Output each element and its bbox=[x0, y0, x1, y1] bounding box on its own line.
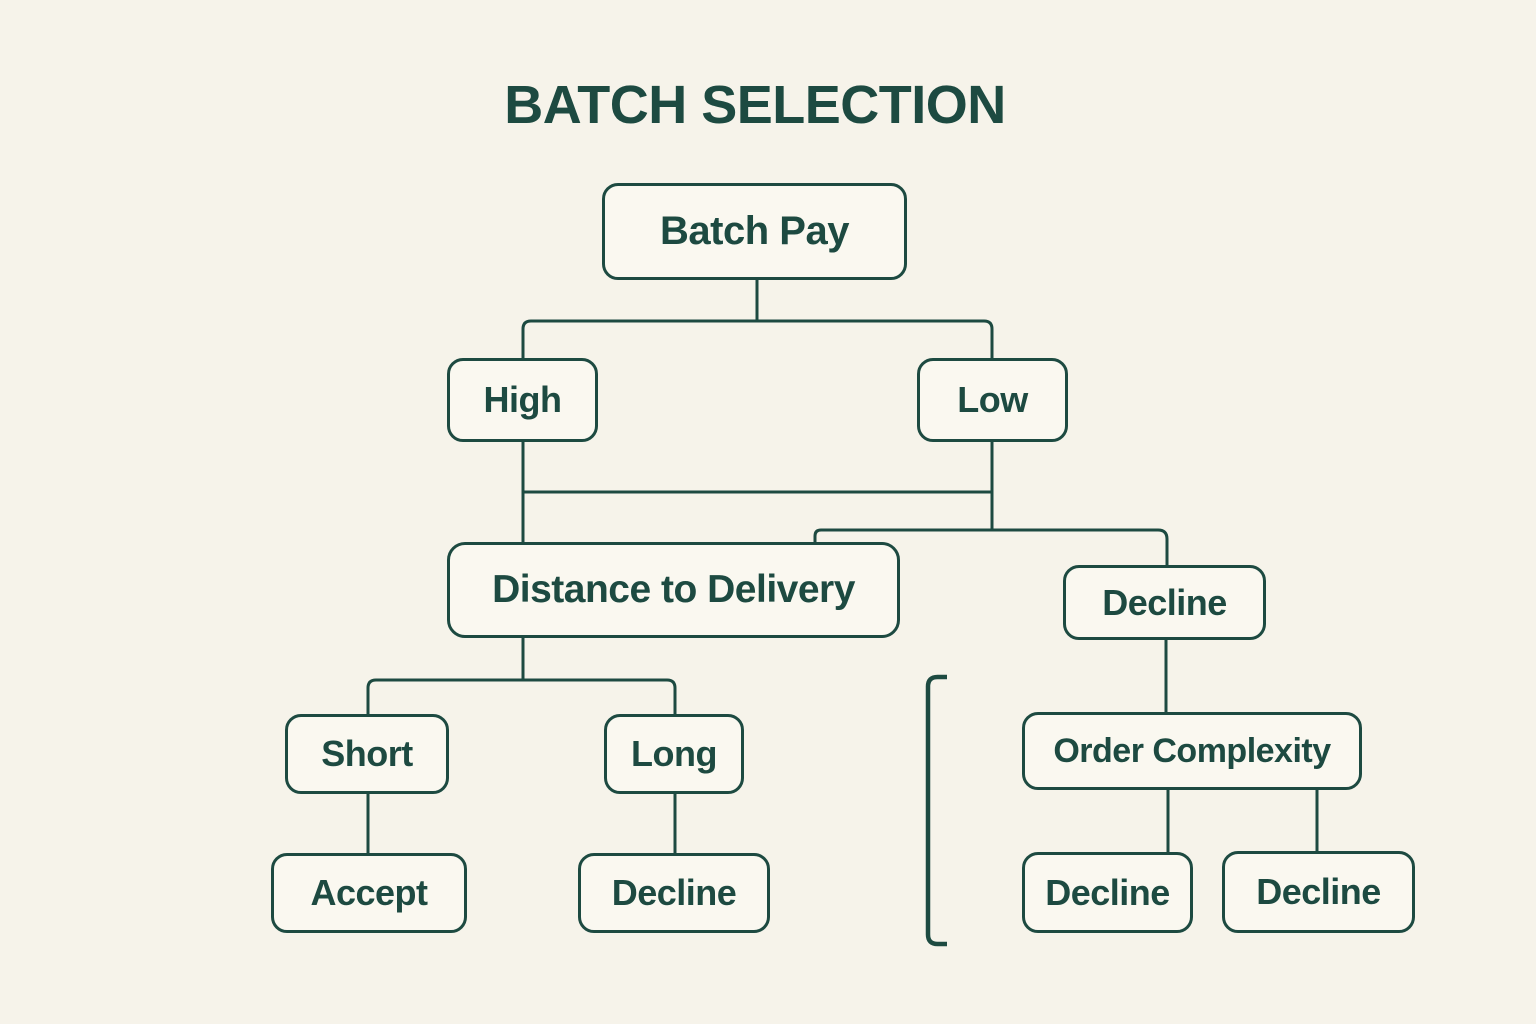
node-label: Decline bbox=[1045, 871, 1170, 913]
node-label: Decline bbox=[1102, 581, 1227, 623]
node-batch-pay: Batch Pay bbox=[602, 183, 907, 280]
node-label: Order Complexity bbox=[1053, 731, 1331, 770]
connector-bracket bbox=[925, 674, 947, 947]
node-label: Batch Pay bbox=[660, 209, 849, 253]
connector-short-long-split bbox=[366, 678, 677, 714]
node-order-complexity: Order Complexity bbox=[1022, 712, 1362, 790]
node-label: Distance to Delivery bbox=[492, 568, 855, 611]
node-high: High bbox=[447, 358, 598, 442]
node-accept: Accept bbox=[271, 853, 467, 933]
node-decline-bottom-mid: Decline bbox=[1022, 852, 1193, 933]
node-distance-to-delivery: Distance to Delivery bbox=[447, 542, 900, 638]
node-decline-bottom-right: Decline bbox=[1222, 851, 1415, 933]
node-short: Short bbox=[285, 714, 449, 794]
node-label: Low bbox=[957, 379, 1028, 420]
node-label: Long bbox=[631, 733, 717, 774]
node-decline-right: Decline bbox=[1063, 565, 1266, 640]
node-label: Short bbox=[321, 733, 413, 774]
node-label: Decline bbox=[611, 872, 737, 913]
node-label: High bbox=[483, 379, 562, 420]
node-long: Long bbox=[604, 714, 744, 794]
diagram-title: BATCH SELECTION bbox=[504, 75, 1006, 135]
node-label: Decline bbox=[1256, 871, 1381, 912]
node-decline-bottom-left: Decline bbox=[578, 853, 770, 933]
connector-root-split bbox=[521, 319, 994, 358]
node-low: Low bbox=[917, 358, 1068, 442]
node-label: Accept bbox=[310, 872, 428, 913]
